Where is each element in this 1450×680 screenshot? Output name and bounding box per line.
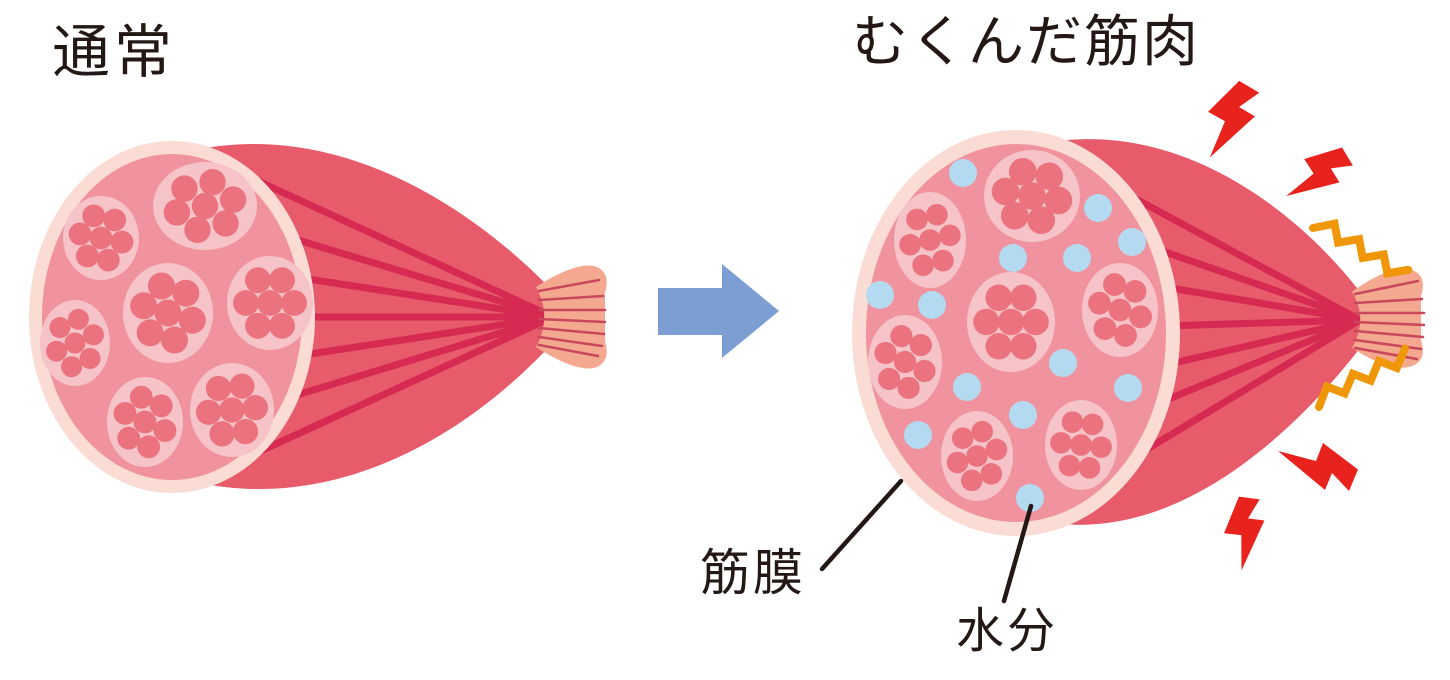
tendon xyxy=(536,265,607,369)
water-droplet xyxy=(866,281,894,309)
water-droplet xyxy=(918,291,946,319)
water-droplet xyxy=(1114,374,1142,402)
water-droplet xyxy=(1118,228,1146,256)
arrow-right-icon xyxy=(658,264,779,358)
water-droplet-icons xyxy=(866,159,1146,512)
muscle-striations xyxy=(196,164,552,469)
tendon-lines xyxy=(1353,279,1426,361)
pain-bolt-icon xyxy=(1215,491,1277,573)
water-droplet xyxy=(999,244,1027,272)
muscle-fascicles xyxy=(868,150,1158,501)
water-droplet xyxy=(1049,349,1077,377)
fascia-pointer-line xyxy=(819,478,904,572)
pain-bolt-icon xyxy=(1280,133,1358,218)
title-normal: 通常 xyxy=(52,20,177,85)
water-droplet xyxy=(1084,194,1112,222)
label-fascia: 筋膜 xyxy=(700,545,806,601)
water-droplet xyxy=(953,373,981,401)
title-swollen-muscle: むくんだ筋肉 xyxy=(852,10,1200,73)
water-droplet xyxy=(904,421,932,449)
tendon-lines xyxy=(537,278,607,358)
water-pointer-line xyxy=(1001,503,1034,604)
pain-bolt-icon xyxy=(1278,443,1358,491)
pain-bolt-icon xyxy=(1201,77,1261,164)
water-droplet xyxy=(1009,401,1037,429)
label-water: 水分 xyxy=(956,605,1059,658)
water-droplet xyxy=(1016,484,1044,512)
normal-muscle-illustration xyxy=(29,141,607,493)
muscle-fascicles xyxy=(40,162,313,467)
water-droplet xyxy=(1063,244,1091,272)
water-droplet xyxy=(949,159,977,187)
swollen-muscle-illustration xyxy=(852,130,1426,536)
